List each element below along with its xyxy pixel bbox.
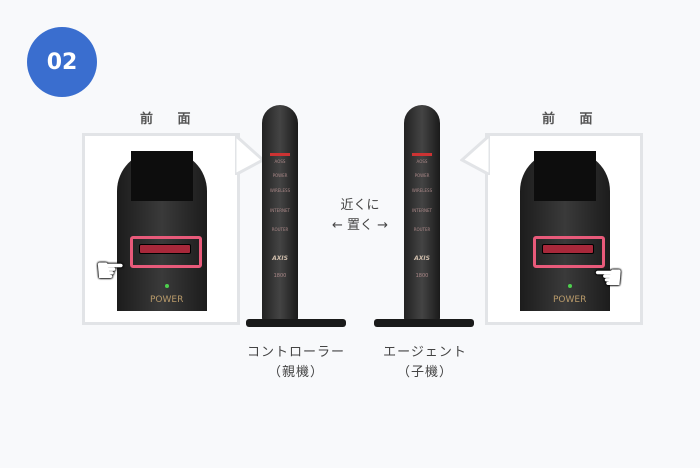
brand-logo: AXIS xyxy=(272,255,288,262)
led-label: INTERNET xyxy=(412,208,432,213)
agent-subcaption: （子機） xyxy=(396,365,453,380)
led-label: WIRELESS xyxy=(269,188,291,193)
front-label-right: 前 面 xyxy=(542,112,603,127)
router-stand xyxy=(246,319,346,327)
controller-router: AOSS POWER WIRELESS INTERNET ROUTER AXIS… xyxy=(262,105,298,320)
led-label: AOSS xyxy=(274,159,286,164)
controller-caption: コントローラー xyxy=(246,345,345,360)
model-label: 1800 xyxy=(415,273,429,279)
callout-pointer-right xyxy=(460,135,490,175)
model-label: 1800 xyxy=(273,273,287,279)
callout-pointer-left xyxy=(235,135,265,175)
agent-router: AOSS POWER WIRELESS INTERNET ROUTER AXIS… xyxy=(404,105,440,320)
router-closeup xyxy=(117,151,207,311)
router-stand xyxy=(374,319,474,327)
led-label: AOSS xyxy=(416,159,428,164)
pointing-hand-icon: ☛ xyxy=(95,251,126,291)
brand-logo: AXIS xyxy=(414,255,430,262)
aoss-button xyxy=(139,244,191,254)
led-label: POWER xyxy=(414,173,430,178)
led-label: ROUTER xyxy=(413,227,431,232)
led-label: ROUTER xyxy=(271,227,289,232)
led-label: INTERNET xyxy=(270,208,290,213)
closeup-panel-left: POWER ☛ xyxy=(82,133,240,325)
controller-subcaption: （親機） xyxy=(267,365,324,380)
step-badge: 02 xyxy=(27,27,97,97)
led-label: WIRELESS xyxy=(411,188,433,193)
router-closeup xyxy=(520,151,610,311)
power-label: POWER xyxy=(553,295,587,305)
aoss-button xyxy=(542,244,594,254)
aoss-highlight xyxy=(130,236,202,268)
aoss-highlight xyxy=(533,236,605,268)
closeup-panel-right: POWER ☛ xyxy=(485,133,643,325)
power-led xyxy=(568,284,572,288)
front-label-left: 前 面 xyxy=(140,112,201,127)
power-label: POWER xyxy=(150,295,184,305)
led-label: POWER xyxy=(272,173,288,178)
pointing-hand-icon: ☛ xyxy=(593,258,624,298)
center-line1: 近くに xyxy=(340,198,380,213)
center-line2: ← 置く → xyxy=(331,218,389,233)
power-led xyxy=(165,284,169,288)
agent-caption: エージェント xyxy=(383,345,467,360)
